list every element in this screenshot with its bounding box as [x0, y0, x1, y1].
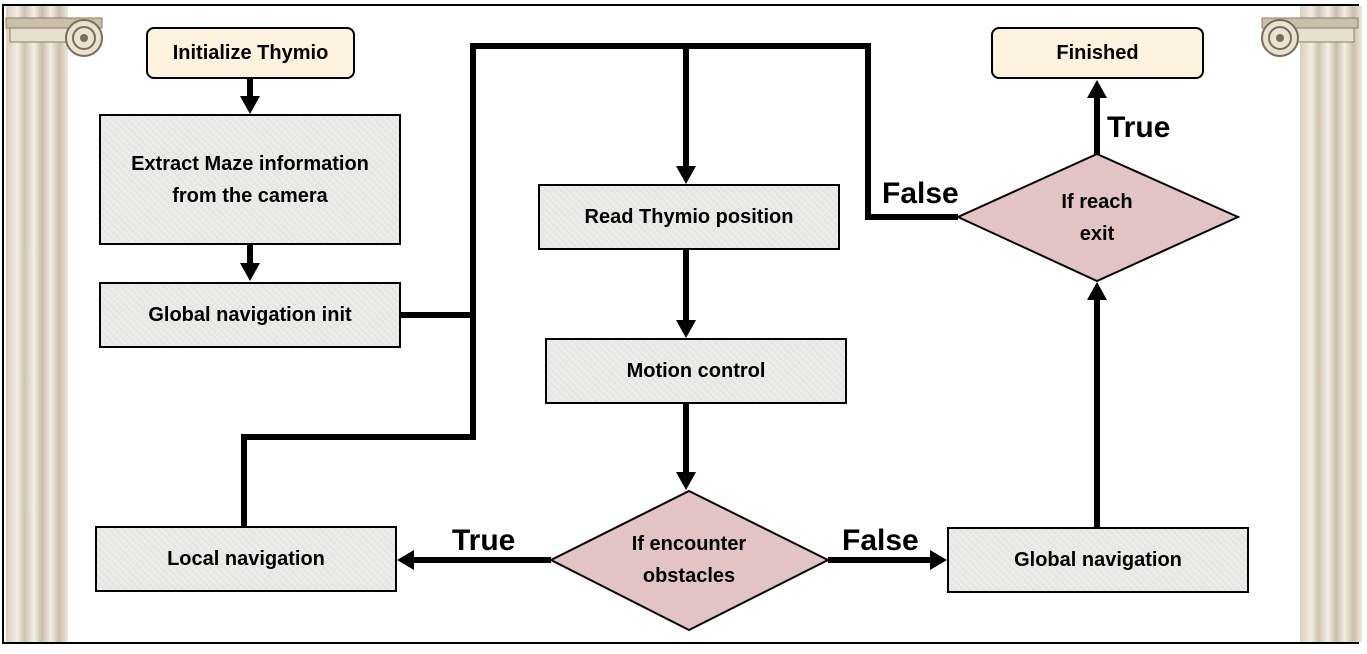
right-capital-decoration: [1261, 17, 1359, 57]
left-column-decoration: [6, 6, 68, 642]
arrow-decision-to-global-navigation: [828, 550, 947, 570]
arrow-initialize-to-extract: [240, 79, 260, 114]
obstacles-false-label: False: [842, 524, 919, 557]
arrow-decision-to-local-navigation: [397, 550, 551, 570]
encounter-obstacles-label: If encounter obstacles: [631, 533, 747, 587]
global-navigation-init-label: Global navigation init: [148, 304, 352, 326]
loop-global-init-to-read-position: [400, 43, 958, 318]
decision-shape-encounter-obstacles: [548, 489, 831, 632]
finished-label: Finished: [1056, 42, 1139, 64]
right-column-decoration: [1300, 6, 1362, 642]
motion-control-node: Motion control: [545, 338, 847, 404]
arrow-motion-to-decision: [676, 403, 696, 490]
initialize-thymio-node: Initialize Thymio: [146, 27, 355, 79]
global-navigation-init-node: Global navigation init: [99, 282, 401, 348]
read-thymio-position-label: Read Thymio position: [584, 206, 794, 228]
global-navigation-label: Global navigation: [1014, 549, 1182, 571]
finished-node: Finished: [991, 27, 1204, 79]
motion-control-label: Motion control: [626, 360, 766, 382]
initialize-thymio-label: Initialize Thymio: [172, 42, 329, 64]
left-capital-decoration: [5, 17, 103, 57]
reach-exit-label: If reach exit: [1061, 191, 1133, 245]
decision-shape-reach-exit: [955, 152, 1241, 283]
read-thymio-position-node: Read Thymio position: [538, 184, 840, 250]
arrow-exit-decision-to-finished: [1087, 80, 1107, 154]
arrow-read-to-motion: [676, 249, 696, 338]
exit-true-label: True: [1107, 111, 1171, 144]
local-navigation-label: Local navigation: [167, 548, 325, 570]
obstacles-true-label: True: [452, 524, 516, 557]
global-navigation-node: Global navigation: [947, 527, 1249, 593]
local-navigation-node: Local navigation: [95, 526, 397, 592]
extract-maze-label: Extract Maze information from the camera: [131, 152, 369, 207]
extract-maze-node: Extract Maze information from the camera: [99, 114, 401, 245]
exit-false-label: False: [882, 177, 959, 210]
link-local-navigation-to-loop: [241, 312, 476, 526]
arrow-extract-to-global-init: [240, 244, 260, 281]
arrow-global-navigation-to-exit-decision: [1087, 282, 1107, 527]
